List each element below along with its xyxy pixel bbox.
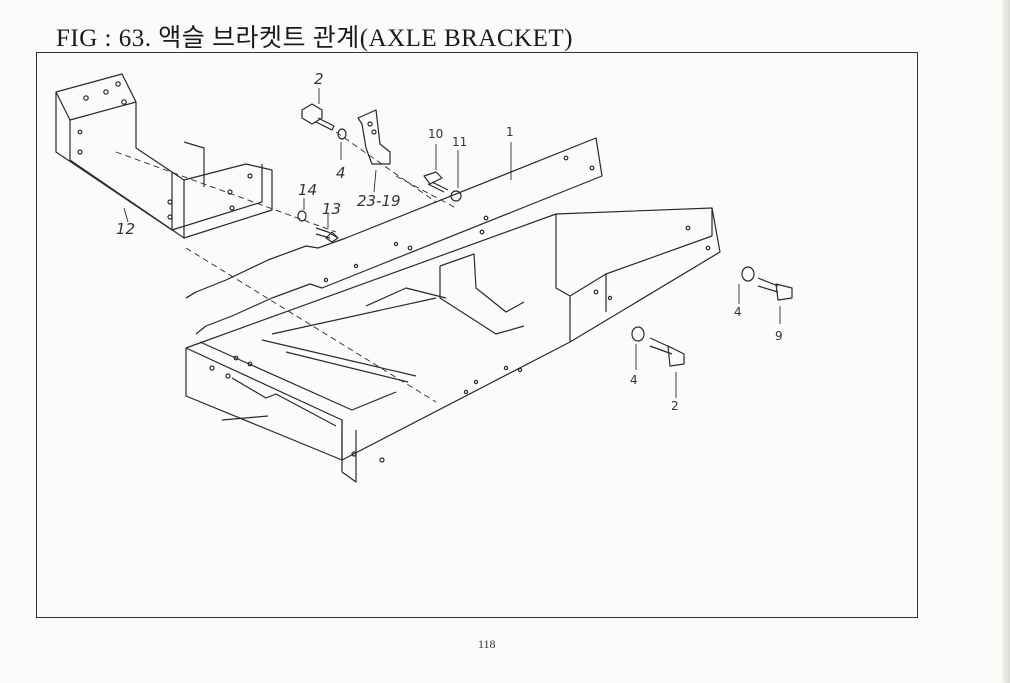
callout-13: 13: [322, 200, 341, 218]
bolt-part-2-top: [301, 103, 335, 131]
bolt-part-9: [757, 277, 793, 301]
callout-2-top: 2: [314, 70, 324, 88]
figure-title: FIG : 63. 액슬 브라켓트 관계(AXLE BRACKET): [56, 25, 573, 52]
assembly-lines: [115, 131, 457, 403]
scan-edge: [1002, 0, 1010, 683]
small-bracket-part-23-19: [357, 109, 391, 165]
leader-lines: [123, 88, 781, 398]
washer-part-4-top: [337, 128, 347, 140]
bolt-part-10: [423, 171, 449, 193]
bolt-part-2-bottom: [649, 337, 685, 367]
callout-10: 10: [428, 127, 443, 141]
callout-11: 11: [452, 135, 467, 149]
washer-part-11: [450, 190, 462, 202]
callout-12: 12: [116, 220, 135, 238]
main-frame-part-1: [185, 137, 721, 483]
bolt-part-13: [315, 227, 339, 243]
callout-23-19: 23-19: [357, 192, 401, 210]
page-number: 118: [478, 637, 496, 651]
side-bracket-part-12: [55, 73, 273, 239]
washer-part-14: [297, 210, 307, 222]
axle-bracket-diagram: 2 4 23-19 1 10 11 14 13 12 4 9 4 2: [55, 70, 793, 483]
callout-14: 14: [298, 181, 317, 199]
callout-9: 9: [775, 329, 783, 343]
diagram-frame: [36, 52, 918, 618]
callout-4-right: 4: [734, 305, 742, 319]
washer-part-4-bottom: [631, 326, 645, 342]
callout-1: 1: [506, 125, 514, 139]
callout-2-bottom: 2: [671, 399, 679, 413]
callout-4-top: 4: [336, 164, 346, 182]
callout-4-bottom: 4: [630, 373, 638, 387]
washer-part-4-right: [741, 266, 755, 282]
